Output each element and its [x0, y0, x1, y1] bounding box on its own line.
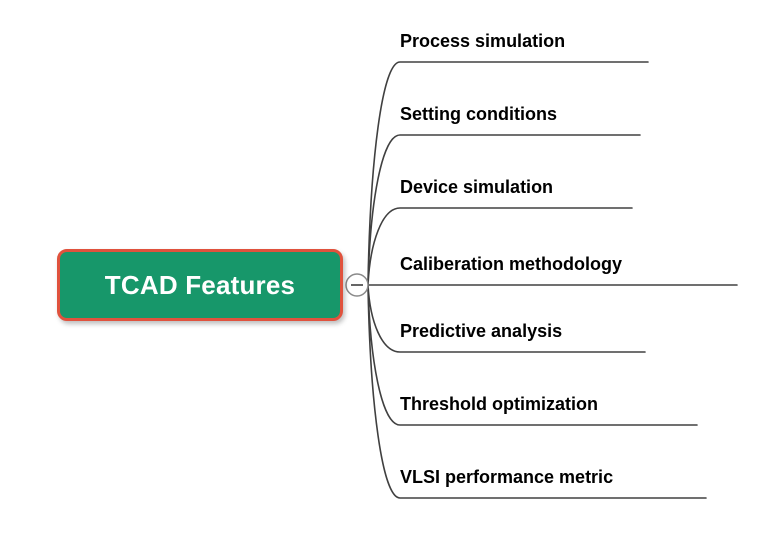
- branch-label-process-simulation[interactable]: Process simulation: [400, 31, 566, 51]
- branch-label-device-simulation[interactable]: Device simulation: [400, 177, 554, 197]
- branch-label-setting-conditions[interactable]: Setting conditions: [400, 104, 557, 124]
- branch-connector: [367, 207, 633, 286]
- branch-label-threshold-optimization[interactable]: Threshold optimization: [400, 394, 598, 414]
- collapse-toggle[interactable]: [345, 273, 369, 297]
- root-node-label: TCAD Features: [104, 269, 296, 300]
- branch-connector: [367, 284, 707, 499]
- branch-label-vlsi-performance-metric[interactable]: VLSI performance metric: [400, 467, 614, 487]
- branch-label-predictive-analysis[interactable]: Predictive analysis: [400, 321, 563, 341]
- branch-connector: [367, 61, 649, 286]
- branch-connector: [367, 134, 641, 286]
- branch-label-caliberation-methodology[interactable]: Caliberation methodology: [400, 254, 623, 274]
- root-node[interactable]: TCAD Features: [57, 249, 343, 321]
